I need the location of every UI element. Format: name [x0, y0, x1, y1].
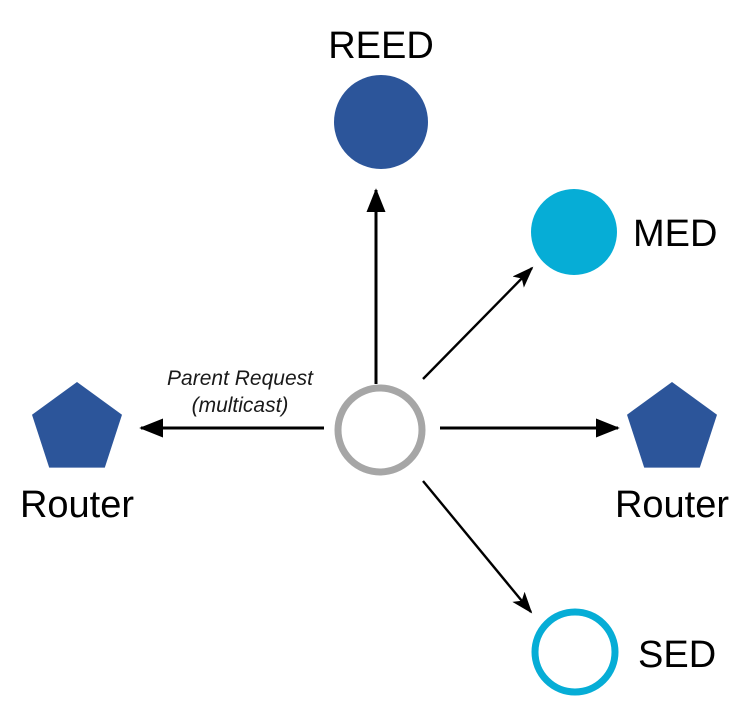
node-reed[interactable]: REED	[328, 25, 434, 169]
node-label-router-left: Router	[20, 484, 134, 526]
med-circle-shape[interactable]	[531, 189, 617, 275]
node-label-med: MED	[633, 213, 717, 255]
node-sed[interactable]: SED	[531, 608, 716, 696]
edges-layer	[139, 188, 620, 614]
edge-to-sed	[422, 480, 533, 614]
node-router-right[interactable]: Router	[615, 382, 729, 526]
node-router-left[interactable]: Router	[20, 382, 134, 526]
edge-label-line2: (multicast)	[192, 394, 289, 417]
node-label-sed: SED	[638, 634, 716, 676]
edge-label-parent-request: Parent Request (multicast)	[167, 367, 314, 417]
router-right-pentagon-shape[interactable]	[627, 382, 717, 468]
router-left-pentagon-shape[interactable]	[32, 382, 122, 468]
edge-label-line1: Parent Request	[167, 367, 314, 390]
node-label-reed: REED	[328, 25, 434, 67]
edge-to-med	[422, 266, 534, 380]
node-med[interactable]: MED	[531, 189, 717, 275]
node-label-router-right: Router	[615, 484, 729, 526]
joining-device-circle-shape[interactable]	[334, 384, 426, 476]
node-joining-device[interactable]	[334, 384, 426, 476]
sed-circle-shape[interactable]	[531, 608, 619, 696]
reed-circle-shape[interactable]	[334, 75, 428, 169]
